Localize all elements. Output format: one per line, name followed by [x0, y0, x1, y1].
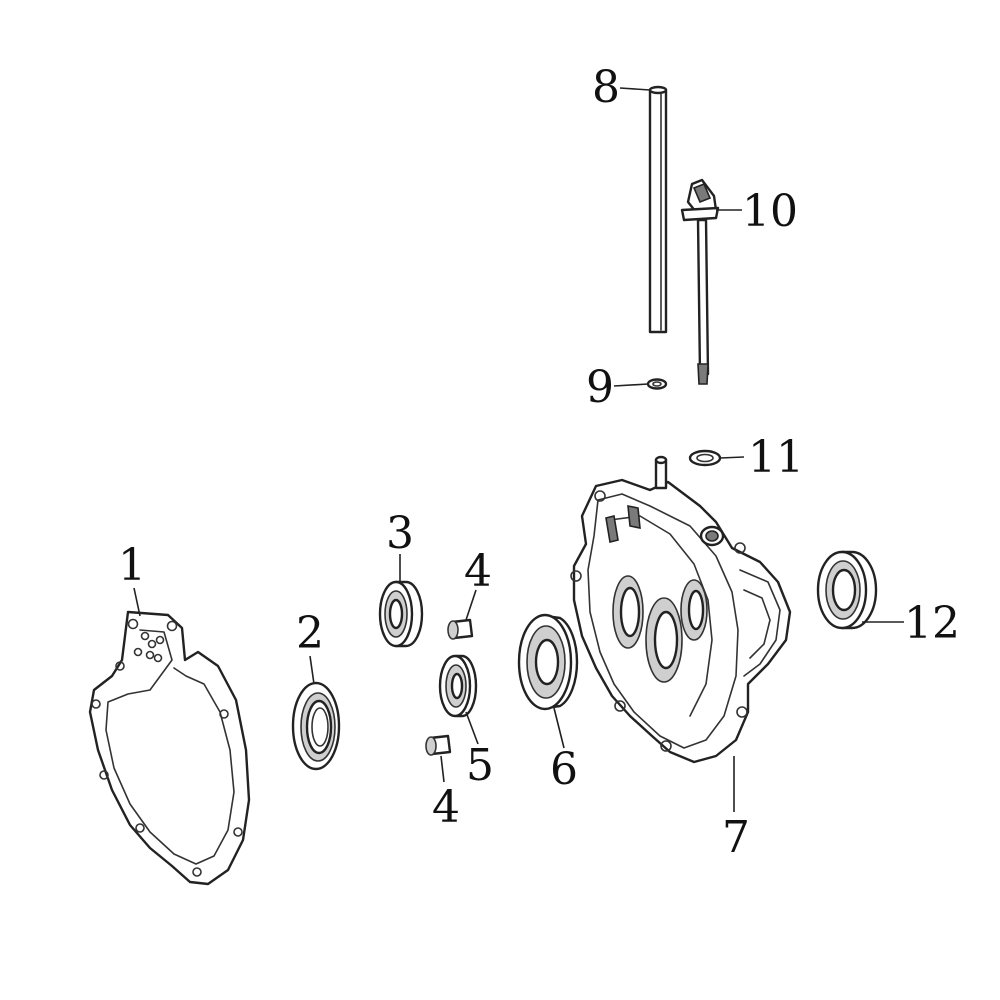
leader-8: [619, 87, 651, 91]
callout-4-lower: 4: [432, 782, 460, 833]
part-transmission-cover: [570, 455, 792, 764]
part-bearing-small-top: [378, 580, 424, 648]
callout-8: 8: [592, 62, 620, 113]
leader-1: [133, 587, 141, 617]
leader-11: [719, 456, 745, 459]
leader-4a: [465, 589, 477, 621]
callout-4-upper: 4: [464, 546, 492, 597]
leader-5: [465, 711, 479, 745]
callout-12: 12: [904, 598, 960, 649]
part-o-ring: [646, 378, 668, 390]
part-gasket: [88, 610, 251, 886]
callout-labels: 1 2 3 4 4 5 6 7 8 9 10 11 12: [118, 62, 960, 863]
part-bearing-middle: [438, 654, 478, 718]
callout-9: 9: [586, 362, 614, 413]
leader-6: [553, 707, 565, 749]
leader-lines: [133, 87, 904, 812]
part-dowel-pin-lower: [425, 734, 452, 756]
part-tube: [648, 85, 668, 334]
callout-11: 11: [748, 432, 804, 483]
part-oil-seal-right: [816, 550, 878, 630]
leader-2: [309, 655, 315, 685]
part-oil-seal-left: [291, 681, 341, 771]
callout-1: 1: [118, 540, 146, 591]
leader-9: [613, 383, 649, 387]
callout-6: 6: [550, 744, 578, 795]
leader-4b: [440, 755, 445, 783]
part-bearing-large: [517, 613, 579, 711]
callout-5: 5: [466, 740, 494, 791]
part-dipstick: [680, 178, 720, 385]
part-washer: [688, 449, 722, 467]
callout-7: 7: [722, 812, 750, 863]
callout-3: 3: [386, 508, 414, 559]
callout-2: 2: [296, 608, 324, 659]
part-dowel-pin-upper: [447, 618, 474, 640]
callout-10: 10: [742, 186, 798, 237]
